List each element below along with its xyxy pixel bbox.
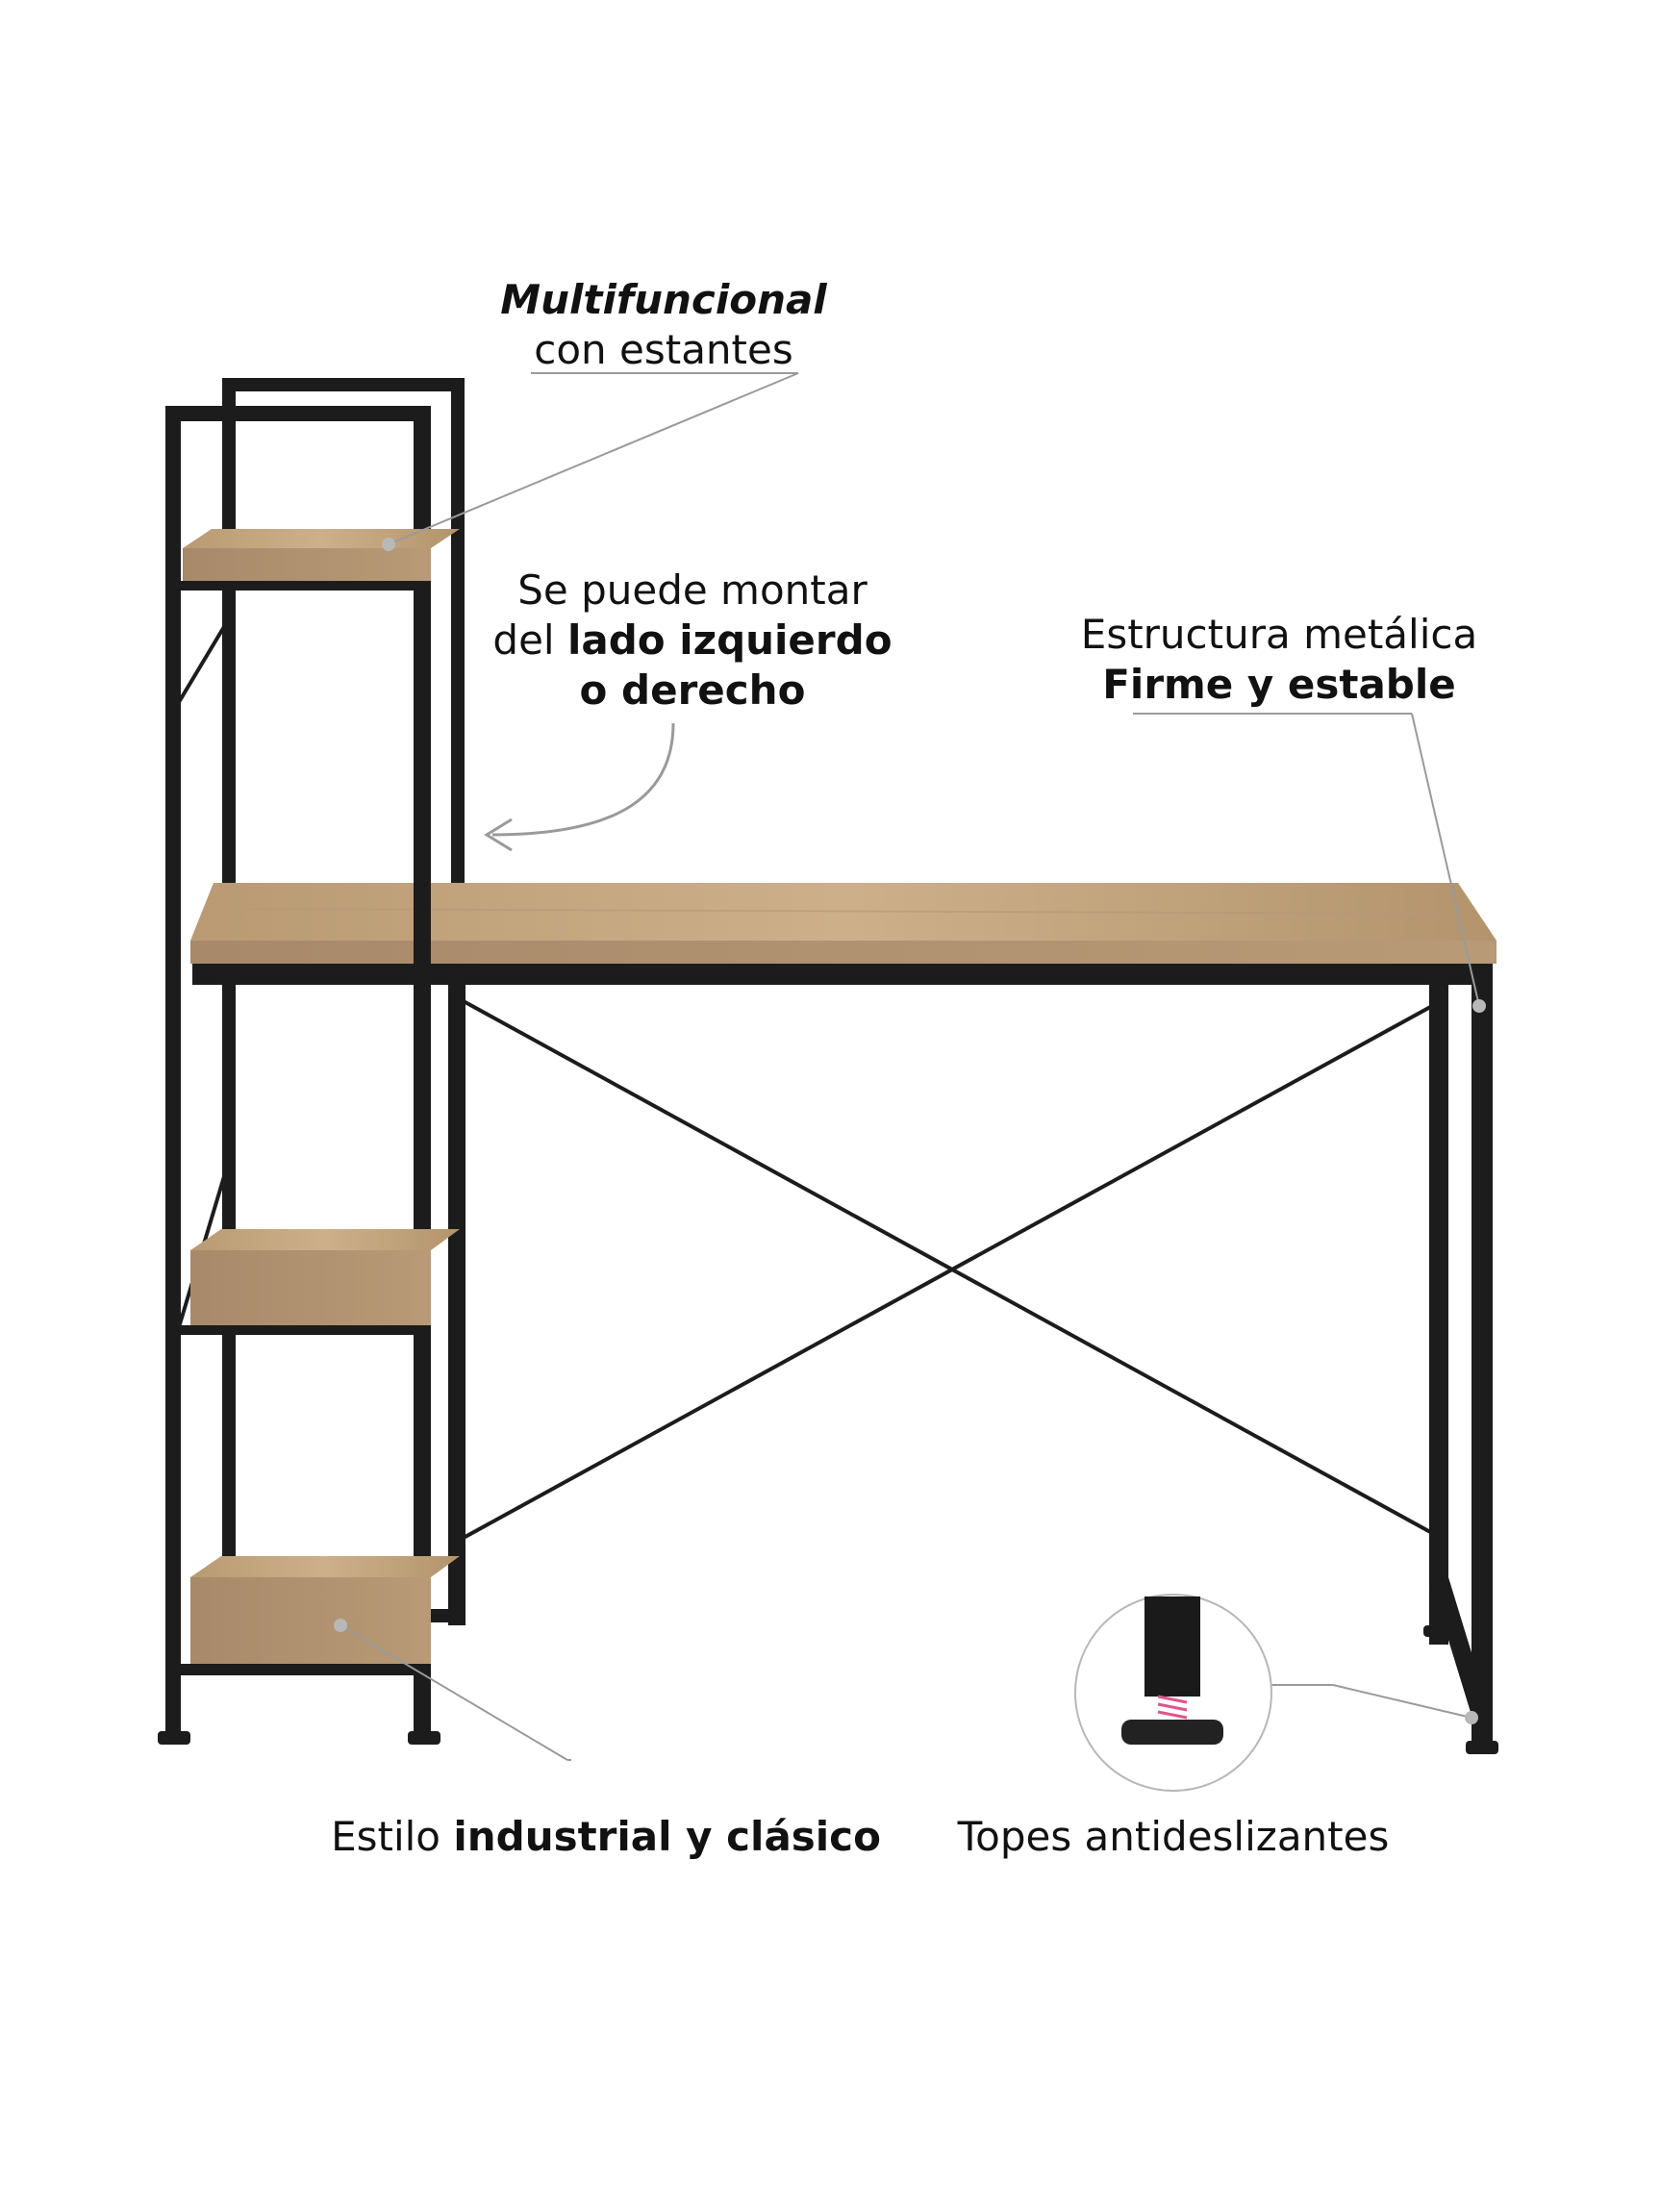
desk-right-legs	[1423, 981, 1498, 1754]
desk-inner-leg	[448, 981, 465, 1625]
callout-structure-line2: Firme y estable	[1102, 661, 1456, 708]
shelf-tower-front-frame	[158, 406, 440, 1745]
shelf-bottom	[181, 1556, 460, 1675]
callout-lines	[340, 372, 1480, 1761]
callout-structure: Estructura metálica Firme y estable	[1068, 610, 1491, 710]
callout-mounting-line2-regular: del	[492, 616, 555, 664]
callout-style: Estilo industrial y clásico	[327, 1812, 885, 1862]
callout-mounting-line1: Se puede montar	[517, 566, 868, 614]
anti-slip-foot-icon	[1074, 1594, 1272, 1792]
callout-stops: Topes antideslizantes	[943, 1812, 1404, 1862]
callout-style-regular: Estilo	[331, 1813, 440, 1860]
desk-apron	[192, 960, 1493, 985]
shelf-middle	[181, 1229, 460, 1335]
callout-multifunctional-subtitle: con estantes	[534, 326, 793, 373]
desk-top	[190, 883, 1497, 964]
callout-style-bold: industrial y clásico	[453, 1813, 881, 1860]
cross-brace	[461, 998, 1444, 1541]
callout-multifunctional-title: Multifuncional	[500, 276, 827, 323]
callout-mounting-line3-bold: o derecho	[579, 666, 806, 714]
callout-mounting-line2-bold: lado izquierdo	[566, 616, 893, 664]
shelf-top	[181, 529, 460, 591]
callout-stops-text: Topes antideslizantes	[957, 1813, 1390, 1860]
callout-structure-line1: Estructura metálica	[1080, 611, 1478, 658]
curved-arrow-icon	[484, 722, 675, 852]
callout-dots	[334, 538, 1486, 1724]
callout-multifunctional: Multifuncional con estantes	[500, 275, 827, 375]
callout-mounting: Se puede montar del lado izquierdo o der…	[490, 566, 894, 716]
